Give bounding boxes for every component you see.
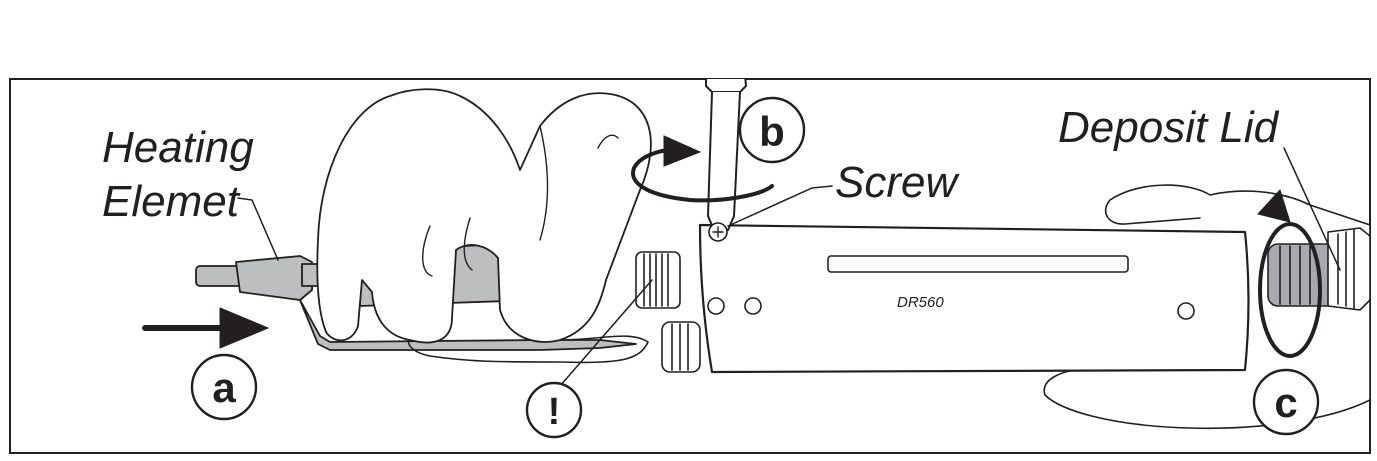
step-badge-b: b (738, 96, 806, 164)
svg-text:c: c (1274, 379, 1297, 426)
screw-leader (727, 185, 833, 227)
step-badge-a: a (190, 353, 258, 421)
model-label: DR560 (897, 294, 944, 311)
gun-slot (827, 255, 1129, 273)
rotate-arrow-b-head (663, 135, 702, 167)
warning-leader (559, 279, 653, 387)
gun-body (698, 223, 1250, 374)
heating-element-label-line2: Elemet (102, 177, 241, 226)
threaded-nozzle (635, 251, 681, 309)
svg-text:!: ! (548, 391, 561, 433)
step-badge-c: c (1252, 368, 1320, 436)
screwdriver (705, 79, 747, 231)
svg-text:a: a (212, 364, 236, 411)
gun-hole (744, 297, 762, 315)
deposit-lid-label: Deposit Lid (1058, 103, 1280, 152)
heating-element-label-line1: Heating (102, 123, 254, 172)
rotate-arrow-c-head (1257, 189, 1291, 223)
left-hand-finger-lines (422, 125, 619, 277)
deposit-lid-leader (1283, 147, 1341, 271)
insert-arrow-head (219, 307, 270, 349)
svg-text:b: b (759, 108, 785, 155)
rotate-arrow-c (1258, 222, 1322, 358)
nozzle-rings (661, 321, 701, 373)
warning-badge: ! (525, 381, 583, 439)
gun-hole (707, 297, 725, 315)
screw-label: Screw (835, 158, 960, 207)
screw-cross (712, 226, 724, 238)
gun-hole (1177, 302, 1195, 320)
left-hand-thumb (407, 335, 649, 364)
heating-element-leader (237, 197, 279, 261)
rotate-arrow-b (631, 148, 774, 203)
